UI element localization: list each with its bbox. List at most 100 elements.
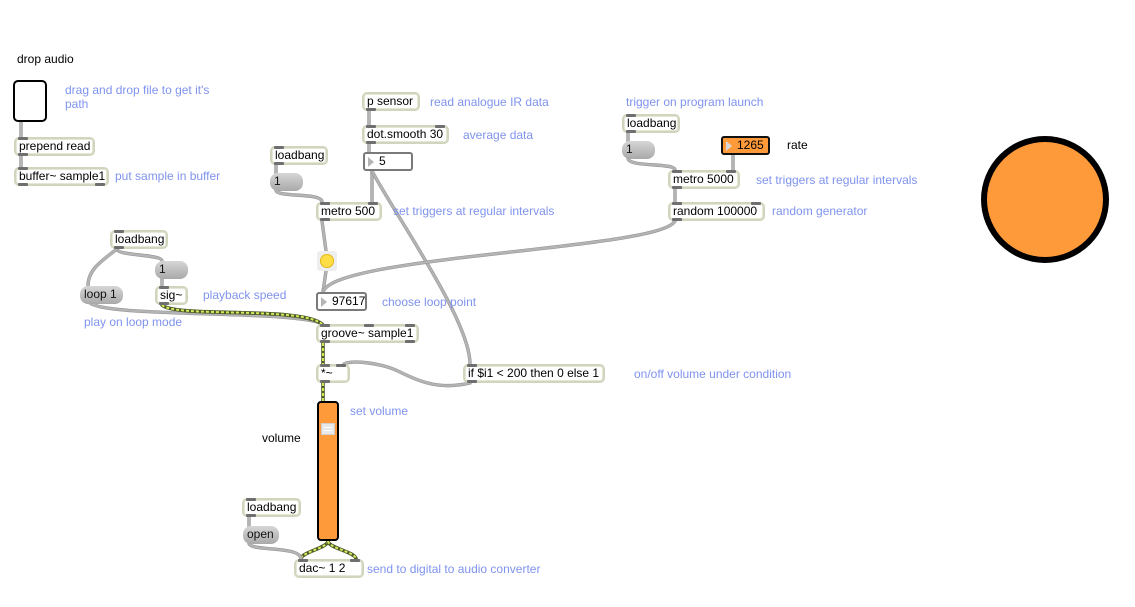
- outlet[interactable]: [672, 218, 682, 221]
- outlet[interactable]: [366, 108, 376, 111]
- object-random[interactable]: random 100000: [668, 202, 765, 221]
- outlet[interactable]: [366, 141, 376, 144]
- object-loadbang-left[interactable]: loadbang: [110, 230, 168, 249]
- cord-loadbang-left-to-loop[interactable]: [86, 247, 119, 288]
- signal-cord-slider-to-dac-right[interactable]: [326, 539, 358, 561]
- message-one-mid[interactable]: 1: [270, 173, 303, 191]
- outlet[interactable]: [467, 380, 477, 383]
- object-loadbang-mid[interactable]: loadbang: [270, 146, 328, 165]
- message-text: 1: [626, 142, 633, 156]
- drop-file-box[interactable]: [13, 80, 47, 122]
- label-drop-audio: drop audio: [17, 52, 74, 66]
- comment-dac: send to digital to audio converter: [367, 562, 541, 576]
- inlet[interactable]: [405, 324, 415, 327]
- object-dot-smooth[interactable]: dot.smooth 30: [362, 125, 449, 144]
- object-p-sensor[interactable]: p sensor: [362, 92, 420, 111]
- cord-msg-mid-to-metro[interactable]: [274, 188, 324, 204]
- cord-metro500-to-bang[interactable]: [320, 219, 328, 253]
- signal-cord-slider-to-dac-left[interactable]: [299, 539, 330, 561]
- inlet[interactable]: [18, 167, 28, 170]
- outlet[interactable]: [320, 380, 330, 383]
- outlet[interactable]: [18, 153, 28, 156]
- cord-if-to-times[interactable]: [342, 360, 472, 388]
- object-loadbang-bottom[interactable]: loadbang: [242, 498, 301, 517]
- object-text: if $i1 < 200 then 0 else 1: [468, 366, 600, 380]
- cord-msg-right-to-metro[interactable]: [626, 156, 677, 172]
- object-text: loadbang: [247, 500, 297, 514]
- comment-put-sample: put sample in buffer: [115, 169, 221, 183]
- message-text: 1: [274, 174, 281, 188]
- inlet[interactable]: [366, 125, 376, 128]
- object-text: prepend read: [19, 139, 91, 153]
- outlet[interactable]: [405, 340, 415, 343]
- cord-random-to-number[interactable]: [321, 219, 677, 294]
- inlet[interactable]: [18, 137, 28, 140]
- message-loop-1[interactable]: loop 1: [80, 286, 123, 304]
- inlet[interactable]: [320, 324, 330, 327]
- message-one-right[interactable]: 1: [622, 141, 655, 159]
- inlet[interactable]: [320, 202, 330, 205]
- object-buffer-sample1[interactable]: buffer~ sample1: [14, 167, 109, 186]
- number-value: 1265: [737, 138, 764, 152]
- object-metro-5000[interactable]: metro 5000: [668, 170, 740, 189]
- number-box-rate[interactable]: 1265: [721, 136, 770, 155]
- number-box-loop-point[interactable]: 97617: [316, 292, 367, 311]
- inlet[interactable]: [298, 559, 308, 562]
- object-metro-500[interactable]: metro 500: [316, 202, 382, 221]
- number-value: 97617: [332, 294, 366, 308]
- outlet[interactable]: [159, 302, 169, 305]
- object-text: loadbang: [275, 148, 325, 162]
- inlet[interactable]: [246, 498, 256, 501]
- outlet[interactable]: [672, 186, 682, 189]
- message-text: loop 1: [84, 287, 117, 301]
- object-prepend-read[interactable]: prepend read: [14, 137, 95, 156]
- object-groove[interactable]: groove~ sample1: [316, 324, 419, 343]
- object-sig[interactable]: sig~: [155, 286, 188, 305]
- inlet[interactable]: [320, 364, 330, 367]
- object-text: metro 5000: [673, 172, 734, 186]
- outlet[interactable]: [95, 183, 105, 186]
- inlet[interactable]: [672, 202, 682, 205]
- bang-indicator-icon: [320, 254, 334, 268]
- inlet[interactable]: [364, 324, 374, 327]
- slider-knob[interactable]: [321, 423, 335, 435]
- outlet[interactable]: [114, 246, 124, 249]
- outlet[interactable]: [626, 130, 636, 133]
- inlet[interactable]: [751, 202, 761, 205]
- outlet[interactable]: [320, 218, 330, 221]
- comment-drag-drop: drag and drop file to get it's path: [65, 83, 210, 111]
- comment-metro-mid: set triggers at regular intervals: [393, 204, 555, 218]
- object-loadbang-right[interactable]: loadbang: [622, 114, 680, 133]
- inlet[interactable]: [467, 364, 477, 367]
- cord-loadbang-left-to-msg1[interactable]: [115, 247, 164, 263]
- comment-trigger-launch: trigger on program launch: [626, 95, 764, 109]
- object-text: *~: [321, 366, 333, 380]
- number-box-smoothed[interactable]: 5: [363, 152, 413, 171]
- object-if-expression[interactable]: if $i1 < 200 then 0 else 1: [463, 364, 605, 383]
- bang-button[interactable]: [317, 251, 337, 271]
- outlet[interactable]: [18, 183, 28, 186]
- volume-slider[interactable]: [317, 401, 339, 541]
- outlet[interactable]: [246, 514, 256, 517]
- message-open[interactable]: open: [243, 526, 279, 544]
- cord-open-to-dac[interactable]: [247, 541, 303, 561]
- inlet[interactable]: [336, 364, 346, 367]
- inlet[interactable]: [435, 125, 445, 128]
- object-text: sig~: [160, 288, 183, 302]
- message-text: open: [247, 527, 274, 541]
- object-dac[interactable]: dac~ 1 2: [294, 559, 364, 578]
- inlet[interactable]: [274, 146, 284, 149]
- inlet[interactable]: [626, 114, 636, 117]
- inlet[interactable]: [114, 230, 124, 233]
- inlet[interactable]: [368, 202, 378, 205]
- number-value: 5: [379, 154, 386, 168]
- inlet[interactable]: [350, 559, 360, 562]
- inlet[interactable]: [159, 286, 169, 289]
- message-one-left[interactable]: 1: [155, 261, 188, 279]
- outlet[interactable]: [274, 162, 284, 165]
- inlet[interactable]: [672, 170, 682, 173]
- outlet[interactable]: [320, 340, 330, 343]
- inlet[interactable]: [726, 170, 736, 173]
- object-multiply-signal[interactable]: *~: [316, 364, 350, 383]
